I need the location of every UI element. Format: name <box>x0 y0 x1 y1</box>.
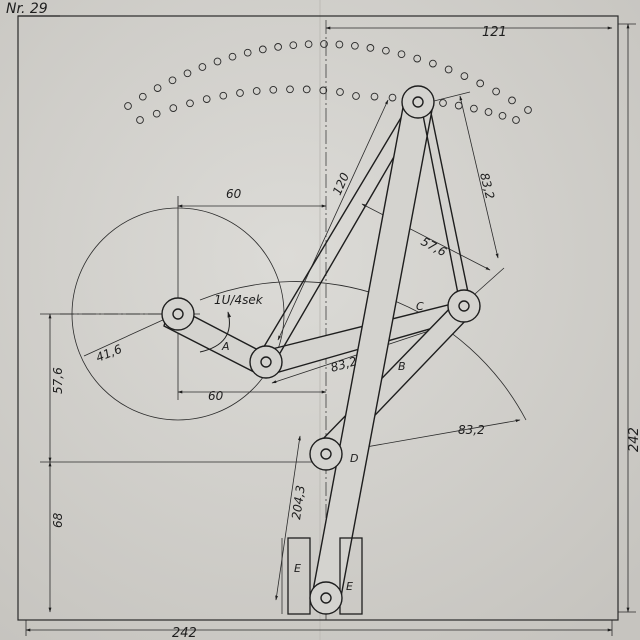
trace-dot <box>269 85 278 94</box>
dim-left-lower: 68 <box>51 512 65 528</box>
label-link-c: C <box>416 300 424 313</box>
label-speed: 1U/4sek <box>214 293 264 307</box>
pivot-crank-center <box>161 297 195 331</box>
trace-dot <box>289 41 298 50</box>
trace-dot <box>524 106 532 114</box>
trace-dot <box>470 104 478 113</box>
guide-left <box>287 537 311 615</box>
trace-dot <box>352 92 360 100</box>
trace-dot <box>183 69 192 78</box>
trace-dot <box>169 104 178 112</box>
trace-dot <box>397 50 406 59</box>
trace-dot <box>319 86 328 95</box>
pivot-middle <box>309 437 343 471</box>
trace-dot <box>152 109 161 118</box>
trace-dot <box>460 72 469 80</box>
trace-dot <box>138 92 147 101</box>
trace-dot <box>351 41 359 50</box>
trace-dot <box>228 52 237 61</box>
trace-dot <box>243 48 252 57</box>
trace-dot <box>219 91 228 100</box>
dim-crank-offset-bottom: 60 <box>208 389 224 403</box>
trace-dot <box>213 57 222 66</box>
trace-dot <box>370 92 379 101</box>
dim-left-upper: 57,6 <box>51 367 65 394</box>
trace-dot <box>498 111 507 120</box>
drawing-frame <box>17 15 619 621</box>
trace-dot <box>454 101 463 110</box>
pivot-crank-pin <box>249 345 283 379</box>
trace-dot <box>476 79 485 88</box>
trace-dot <box>124 102 132 110</box>
mechanism-links <box>163 101 471 603</box>
trace-dot <box>304 40 313 49</box>
trace-dot <box>492 87 500 96</box>
trace-dot <box>302 85 311 94</box>
dim-overall-width: 242 <box>172 626 197 640</box>
dim-slider-length: 204,3 <box>289 484 308 520</box>
trace-dot <box>444 65 453 74</box>
trace-dot <box>388 93 397 102</box>
trace-dot <box>382 46 390 55</box>
trace-dot <box>153 84 162 92</box>
pivot-joints <box>161 85 481 615</box>
trace-dot <box>366 44 375 52</box>
slider-guides <box>281 537 363 615</box>
trace-dot <box>236 89 244 97</box>
pivot-slider <box>309 581 343 615</box>
pivot-top <box>401 85 435 119</box>
dim-arc-radius: 83,2 <box>458 423 485 437</box>
dim-link-a: 83,2 <box>477 171 497 200</box>
label-link-d: D <box>350 452 358 465</box>
pivot-coupler-right <box>447 289 481 323</box>
trace-dot <box>336 88 344 96</box>
trace-dot <box>186 99 194 108</box>
part-labels: 1U/4sek A B C D E E <box>214 293 424 593</box>
trace-dot <box>258 45 267 54</box>
dim-top-span: 121 <box>482 25 507 40</box>
trace-dot <box>252 87 261 95</box>
trace-dot <box>274 43 282 51</box>
trace-dot <box>429 59 437 68</box>
trace-dot <box>202 95 211 103</box>
label-guide-left: E <box>294 562 301 575</box>
trace-dot <box>413 54 422 63</box>
dim-crank-offset-top: 60 <box>226 187 242 201</box>
trace-dot <box>286 85 294 94</box>
trace-dot <box>512 116 520 124</box>
rotation-arrow <box>199 311 232 353</box>
trace-dot <box>168 76 177 85</box>
dim-overall-height: 242 <box>627 427 640 452</box>
label-guide-right: E <box>346 580 353 593</box>
sheet-number: Nr. 29 <box>6 1 48 17</box>
trace-dot <box>484 108 493 116</box>
trace-dot <box>439 99 447 107</box>
label-link-a: A <box>221 340 230 353</box>
guide-right <box>339 537 363 615</box>
trace-dot <box>508 96 516 105</box>
trace-dot <box>198 63 207 71</box>
trace-dot <box>320 40 328 48</box>
trace-dot <box>136 116 144 124</box>
trace-dot <box>335 40 344 49</box>
label-link-b: B <box>398 360 406 373</box>
